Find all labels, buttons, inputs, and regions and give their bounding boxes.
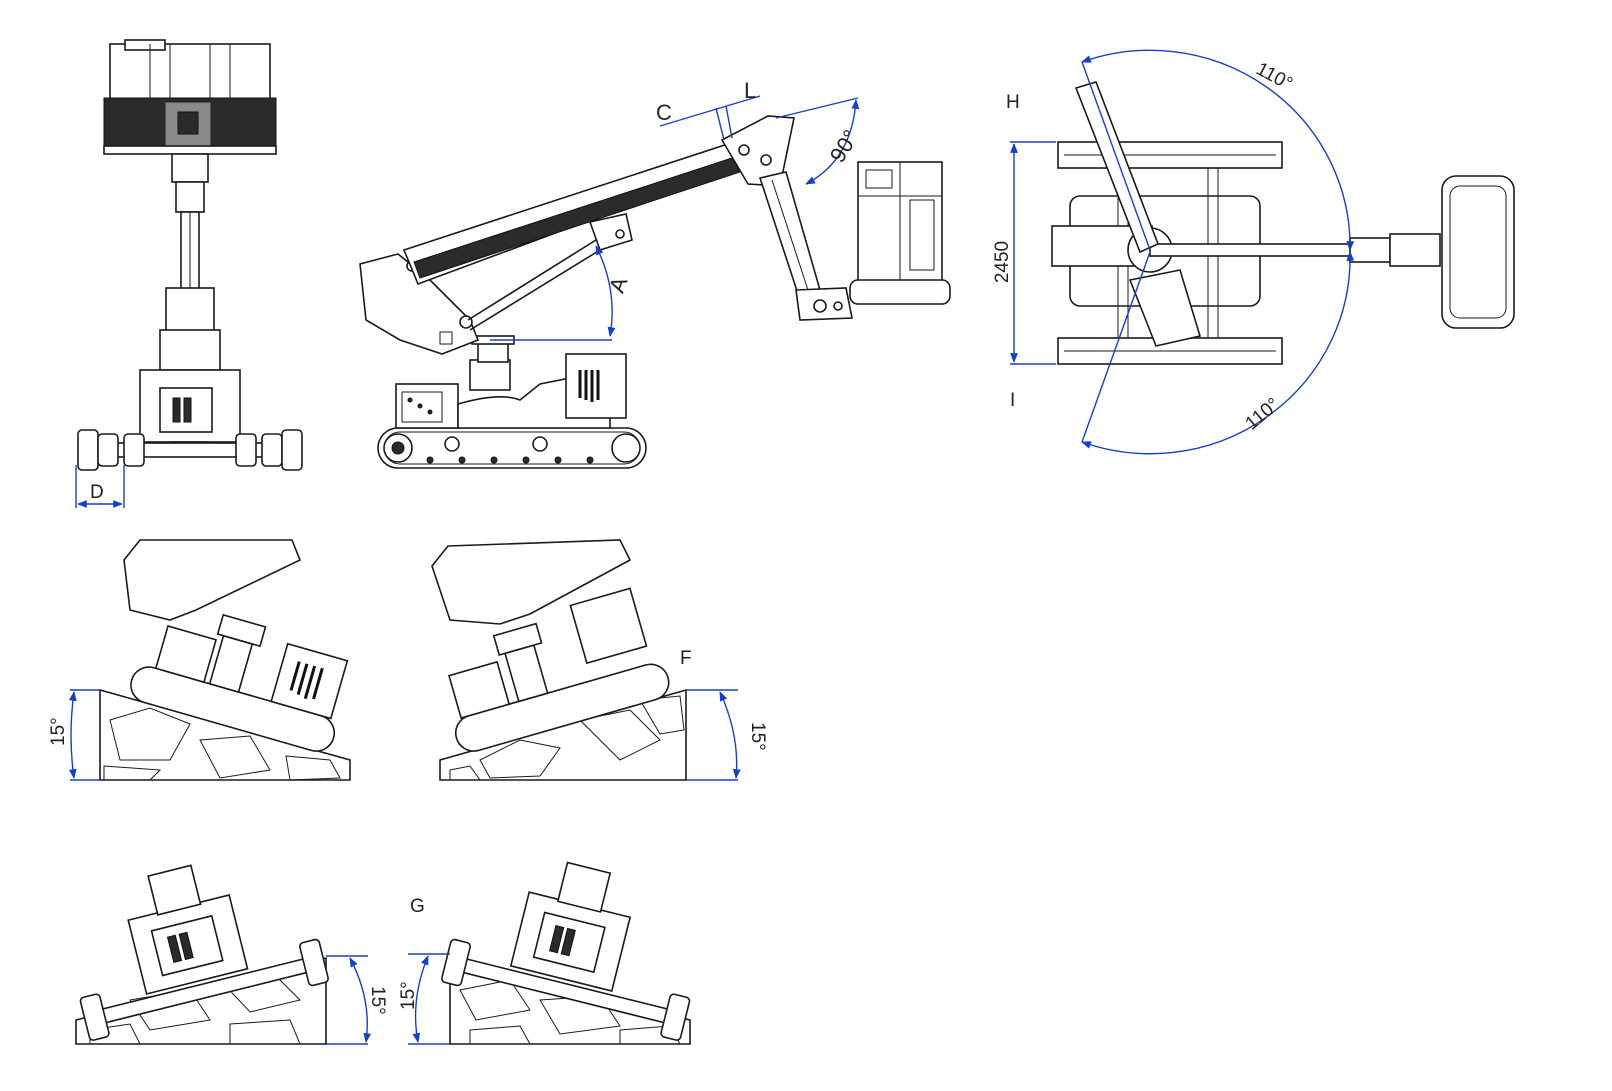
dimension-d: D <box>75 465 125 508</box>
lateral-slope-right: G 15° <box>398 861 691 1045</box>
side-view-boom <box>359 115 853 355</box>
label-l: L <box>744 78 756 103</box>
front-view: D <box>75 39 303 508</box>
lateral-slope-left: 15° <box>75 864 388 1045</box>
label-d: D <box>90 482 104 503</box>
label-slope-2: 15° <box>747 722 768 751</box>
label-a: A <box>604 273 633 296</box>
label-110-top: 110° <box>1252 59 1295 95</box>
label-h: H <box>1006 92 1020 113</box>
side-view: A C L 90° <box>359 78 951 469</box>
dimension-c-l: C L <box>656 78 761 141</box>
front-view-basket <box>103 39 277 155</box>
front-view-chassis <box>77 369 303 471</box>
label-i: I <box>1010 390 1015 411</box>
label-slope-1: 15° <box>48 717 69 746</box>
label-slope-3: 15° <box>367 986 388 1015</box>
dimension-2450: 2450 <box>992 141 1056 365</box>
front-view-column <box>159 153 221 371</box>
slope-view-left: 15° <box>48 539 351 781</box>
side-view-tracks <box>377 427 647 469</box>
top-view-body <box>1051 81 1515 347</box>
side-view-chassis <box>395 335 627 429</box>
side-view-basket <box>849 161 951 305</box>
label-2450: 2450 <box>992 241 1013 283</box>
slope-view-right: F 15° <box>431 539 768 781</box>
label-c: C <box>656 100 672 125</box>
top-view: 2450 H I 110° 110° <box>992 49 1515 455</box>
label-slope-4: 15° <box>398 981 419 1010</box>
label-g: G <box>410 896 425 917</box>
label-f: F <box>680 648 692 669</box>
label-90: 90° <box>825 125 864 166</box>
